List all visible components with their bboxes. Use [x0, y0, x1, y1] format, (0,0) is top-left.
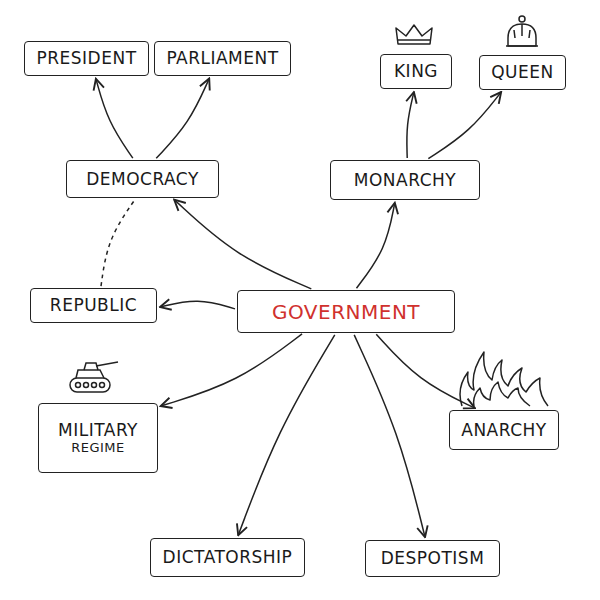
box-label: KING	[394, 61, 438, 81]
central-box: GOVERNMENT	[237, 290, 455, 333]
box-label: DESPOTISM	[381, 548, 485, 568]
arrow-connector	[161, 334, 302, 406]
concept-box: MILITARYREGIME	[38, 403, 158, 473]
concept-box: PARLIAMENT	[154, 41, 291, 76]
flames-icon	[460, 352, 548, 406]
box-label: ANARCHY	[461, 420, 546, 440]
box-label: GOVERNMENT	[272, 300, 420, 324]
box-label: MONARCHY	[354, 170, 456, 190]
box-label: PRESIDENT	[36, 48, 136, 68]
concept-box: KING	[380, 54, 452, 89]
concept-box: QUEEN	[479, 55, 566, 90]
concept-box: DICTATORSHIP	[150, 538, 305, 577]
box-label: DEMOCRACY	[86, 169, 199, 189]
tank-icon	[70, 362, 118, 392]
arrow-connector	[354, 335, 425, 537]
arrow-connector	[156, 78, 209, 158]
dashed-link	[101, 201, 134, 286]
box-label: DICTATORSHIP	[163, 547, 293, 567]
arrow-connector	[428, 92, 501, 159]
box-label: REPUBLIC	[50, 295, 137, 315]
arrow-connector	[96, 79, 133, 158]
concept-box: PRESIDENT	[24, 41, 149, 76]
concept-box: ANARCHY	[449, 410, 559, 450]
concept-box: DEMOCRACY	[66, 160, 219, 198]
box-label: MILITARY	[58, 420, 138, 440]
arrow-connector	[238, 335, 335, 535]
arrow-connector	[407, 92, 414, 158]
concept-box: REPUBLIC	[30, 288, 157, 323]
arrow-connector	[376, 334, 475, 408]
arrow-connector	[174, 200, 311, 289]
arrow-connector	[356, 203, 394, 288]
box-subtitle: REGIME	[71, 440, 125, 456]
arrow-connector	[160, 301, 235, 309]
king-crown-icon	[396, 25, 432, 44]
box-label: QUEEN	[491, 62, 554, 82]
box-label: PARLIAMENT	[166, 48, 278, 68]
concept-box: MONARCHY	[330, 160, 480, 200]
concept-box: DESPOTISM	[365, 540, 500, 577]
queen-crown-icon	[506, 16, 538, 46]
